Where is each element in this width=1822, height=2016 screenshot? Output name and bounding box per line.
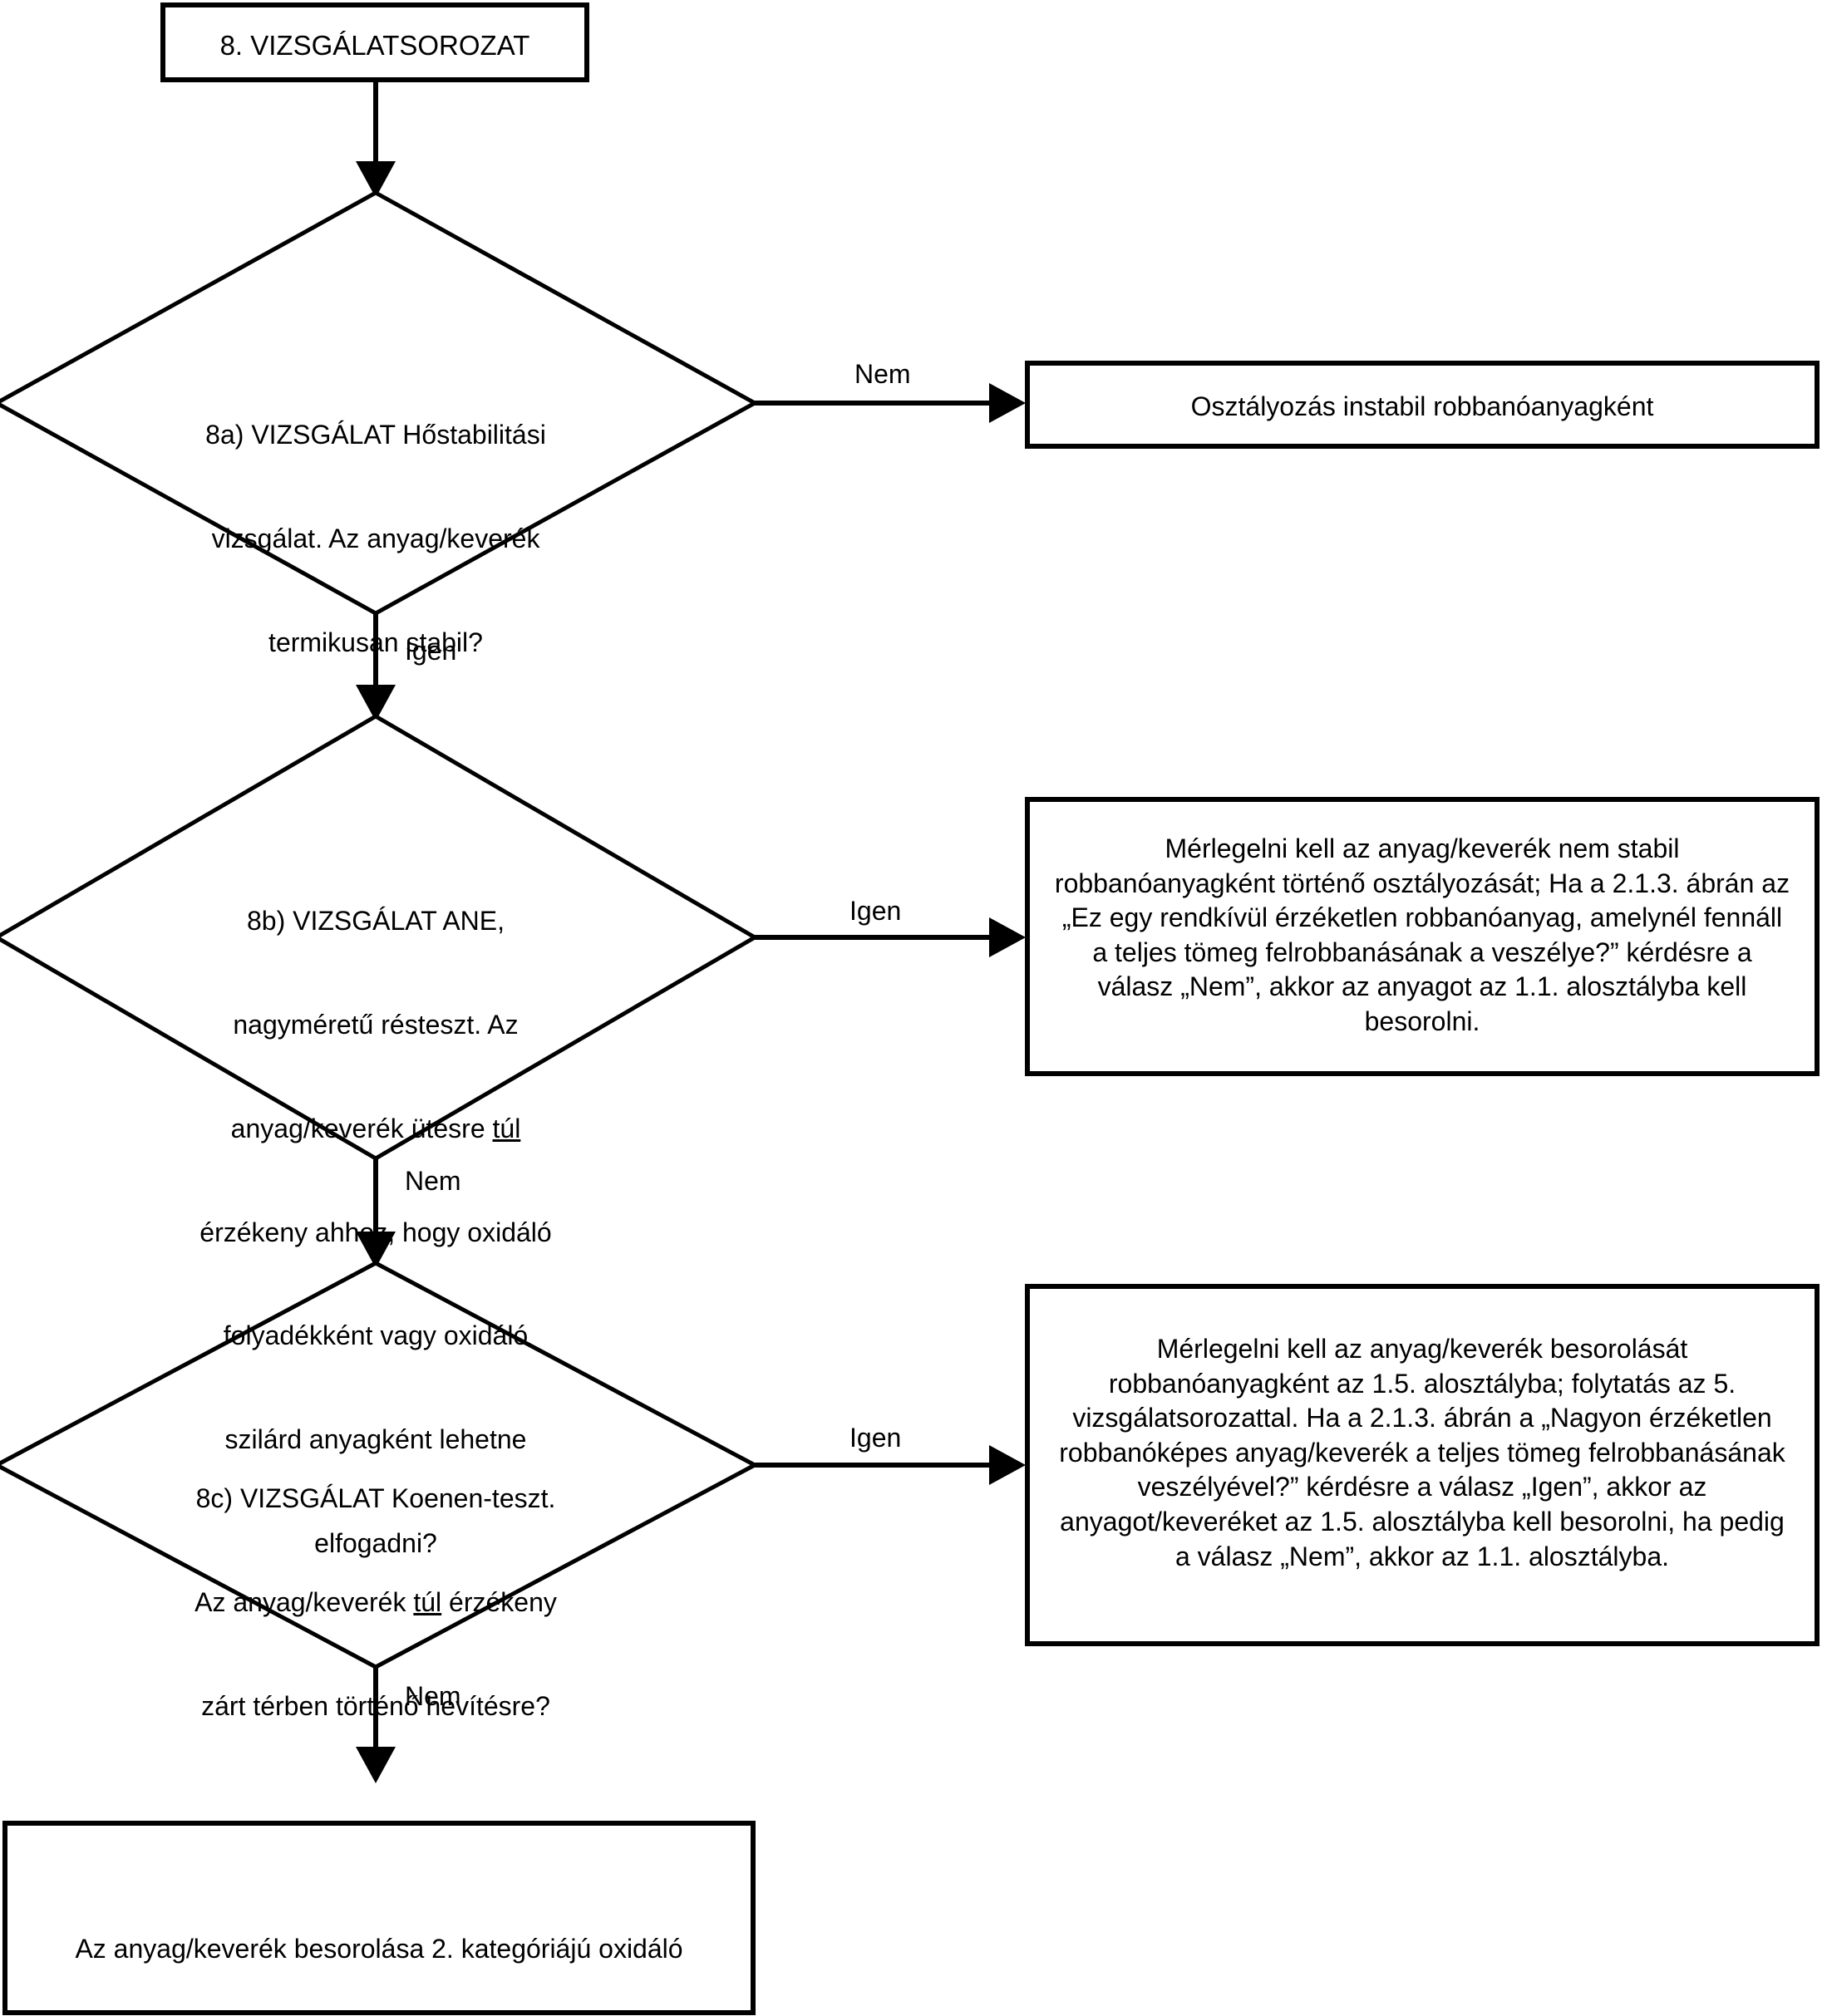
outcome-ane-result-box bbox=[1025, 797, 1820, 1076]
edge-label-8a-yes: Igen bbox=[405, 636, 457, 666]
arrowhead-8b-yes bbox=[989, 917, 1026, 957]
edge-label-8b-yes: Igen bbox=[849, 896, 902, 926]
decision-8c-diamond bbox=[0, 1261, 760, 1669]
edge-label-8c-no: Nem bbox=[405, 1681, 461, 1711]
arrowhead-8c-yes bbox=[989, 1445, 1026, 1485]
decision-8a-diamond bbox=[0, 190, 760, 616]
edge-label-8a-no: Nem bbox=[854, 359, 911, 389]
edge-label-8b-no: Nem bbox=[405, 1166, 461, 1196]
edge-label-8c-yes: Igen bbox=[849, 1423, 902, 1453]
outcome-koenen-result-box bbox=[1025, 1284, 1820, 1646]
arrowhead-title-to-8a bbox=[356, 161, 396, 198]
arrowhead-8c-no bbox=[356, 1747, 396, 1783]
title-node-box bbox=[160, 2, 589, 82]
decision-8b-diamond bbox=[0, 714, 759, 1161]
arrowhead-8a-yes bbox=[356, 685, 396, 721]
arrowhead-8b-no bbox=[356, 1232, 396, 1268]
arrowhead-8a-no bbox=[989, 383, 1026, 423]
outcome-final-classification-box bbox=[2, 1821, 756, 2015]
outcome-unstable-explosive-box bbox=[1025, 361, 1820, 449]
